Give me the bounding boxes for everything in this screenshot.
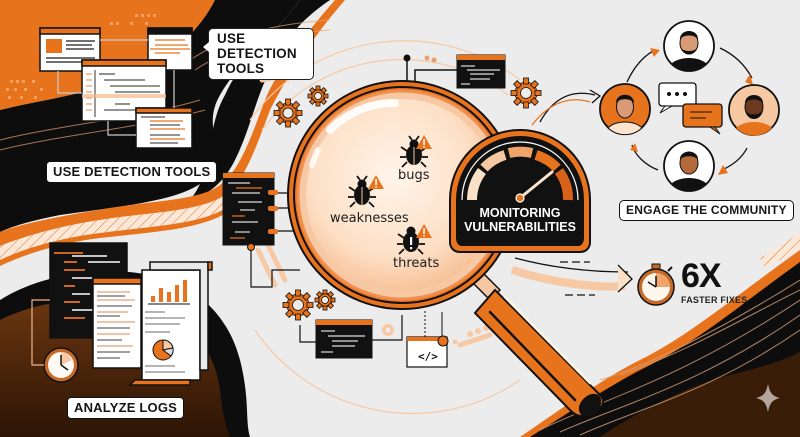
bug-icons [348,135,432,255]
vulnerability-gauge [449,129,591,253]
avatar-top [663,20,715,72]
detection-tools-callout: USE DETECTION TOOLS [203,29,313,79]
analyze-logs-label: ANALYZE LOGS [67,397,185,419]
gear-icons [273,77,542,336]
bug-icon-weaknesses [348,175,384,208]
sparkle-icon [756,384,780,412]
bugs-label: bugs [398,168,430,183]
stopwatch-icon [637,263,675,306]
code-windows-top [39,27,193,149]
community-cycle [599,20,780,192]
detection-tools-label: USE DETECTION TOOLS [46,161,218,183]
stat-value: 6X [681,257,722,295]
weaknesses-label: weaknesses [330,211,409,226]
chat-bubble-icon [658,82,723,135]
log-documents [31,242,213,386]
circuit-decor [222,40,521,415]
avatar-right [728,84,780,136]
bug-icon-bugs [400,135,432,168]
code-symbol-icon: </> [418,350,438,363]
threats-label: threats [393,256,440,271]
avatar-bottom [663,140,715,192]
bug-icon-threats [397,224,432,255]
flow-arrows [510,89,633,296]
stat-caption: FASTER FIXES [681,295,748,305]
gauge-title: MONITORING VULNERABILITIES [464,206,576,234]
avatar-left [599,83,651,136]
engage-community-label: ENGAGE THE COMMUNITY [619,200,794,221]
